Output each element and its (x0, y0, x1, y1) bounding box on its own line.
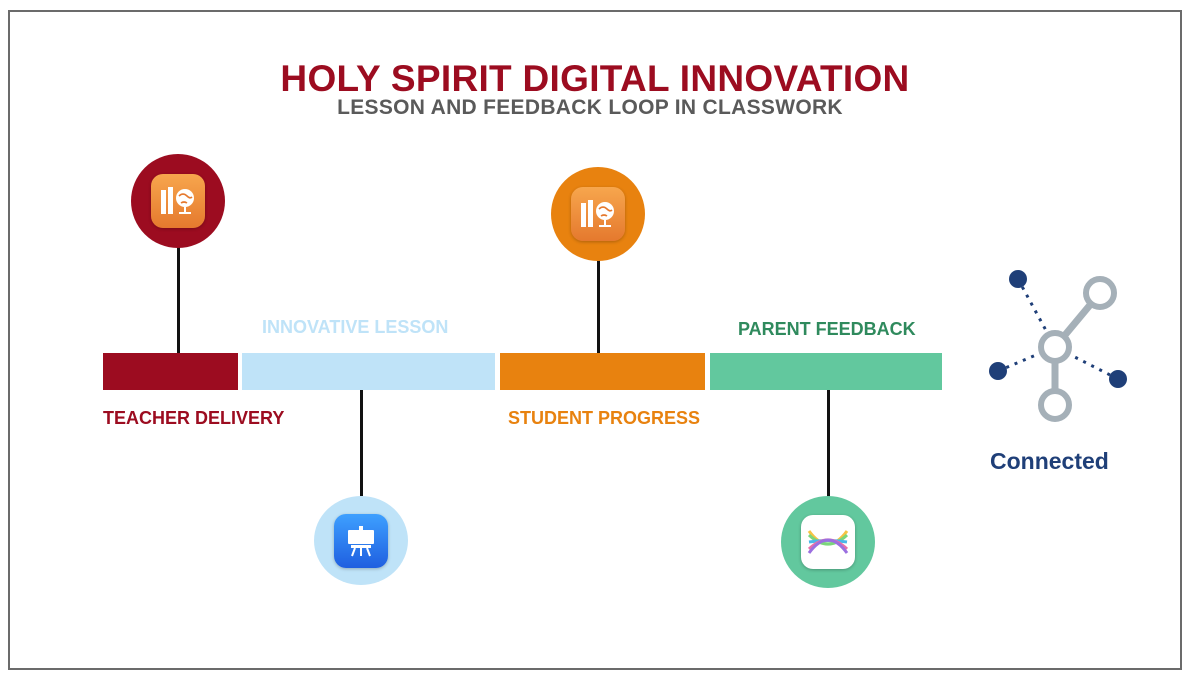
label-parent-feedback: PARENT FEEDBACK (738, 319, 916, 339)
schoolwork-app-icon (151, 174, 205, 228)
label-student-progress: STUDENT PROGRESS (508, 408, 701, 428)
label-innovative-lesson: INNOVATIVE LESSON (262, 317, 449, 337)
student-progress-circle (551, 167, 645, 261)
teacher-delivery-circle (131, 154, 225, 248)
connector-line-teacher-delivery (177, 240, 180, 353)
connector-line-innovative-lesson (360, 390, 363, 496)
parent-feedback-circle (781, 496, 875, 588)
page-subtitle: LESSON AND FEEDBACK LOOP IN CLASSWORK (337, 96, 843, 119)
connected-label: Connected (990, 448, 1109, 474)
diagram-frame (8, 10, 1182, 670)
connector-line-parent-feedback (827, 390, 830, 498)
keynote-app-icon (334, 513, 388, 568)
connector-line-student-progress (597, 258, 600, 353)
timeline-bar-innovative-lesson (242, 353, 495, 390)
schoolwork-app-icon (571, 187, 625, 241)
timeline-bar-student-progress (500, 353, 705, 390)
network-nodes-icon (989, 270, 1127, 422)
timeline-bar-parent-feedback (710, 353, 942, 390)
timeline-bar-teacher-delivery (103, 353, 238, 390)
label-teacher-delivery: TEACHER DELIVERY (103, 408, 285, 428)
seesaw-app-icon (801, 515, 855, 569)
innovative-lesson-circle (314, 496, 408, 585)
page-title: HOLY SPIRIT DIGITAL INNOVATION (280, 58, 910, 99)
